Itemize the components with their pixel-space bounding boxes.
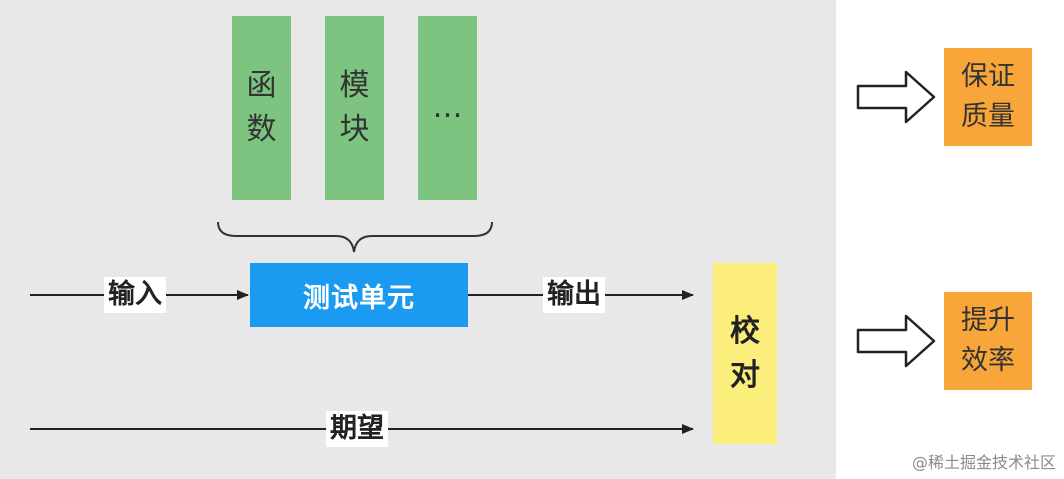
component-function: 函 数 xyxy=(232,16,291,200)
outcome-efficiency-line1: 提升 xyxy=(961,305,1015,336)
check-box: 校 对 xyxy=(713,263,777,444)
outcome-quality-box: 保证 质量 xyxy=(944,48,1032,146)
watermark: @稀土掘金技术社区 xyxy=(911,453,1056,472)
hollow-arrow-quality xyxy=(856,70,936,124)
component-module: 模 块 xyxy=(325,16,384,200)
component-module-line2: 块 xyxy=(339,112,370,147)
component-more: … xyxy=(418,16,477,200)
component-module-line1: 模 xyxy=(339,68,370,103)
outcome-quality-line1: 保证 xyxy=(961,61,1015,92)
hollow-arrow-efficiency xyxy=(856,314,936,368)
component-more-line1: … xyxy=(432,90,463,125)
component-function-line1: 函 xyxy=(246,68,277,103)
test-unit-box: 测试单元 xyxy=(250,263,468,327)
output-label: 输出 xyxy=(543,277,605,313)
outcome-efficiency-box: 提升 效率 xyxy=(944,292,1032,390)
outcome-quality-line2: 质量 xyxy=(961,101,1015,132)
test-unit-label: 测试单元 xyxy=(303,282,415,314)
component-function-line2: 数 xyxy=(246,112,277,147)
expected-label: 期望 xyxy=(326,411,388,447)
outcome-efficiency-line2: 效率 xyxy=(961,345,1015,376)
check-line1: 校 xyxy=(730,313,760,349)
input-label: 输入 xyxy=(104,277,166,313)
grouping-brace xyxy=(217,221,493,253)
check-line2: 对 xyxy=(730,357,760,393)
